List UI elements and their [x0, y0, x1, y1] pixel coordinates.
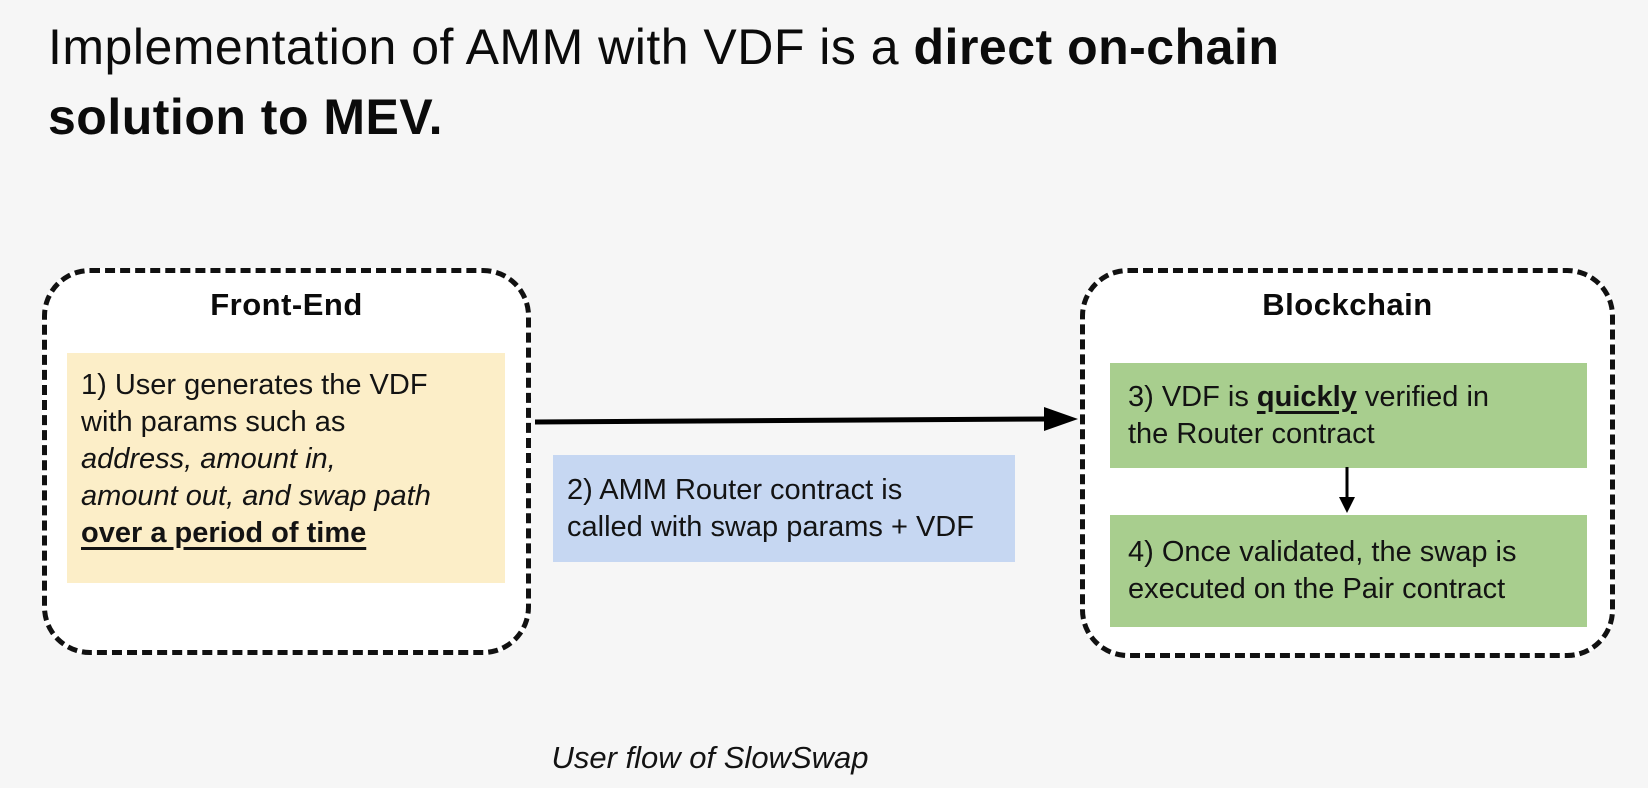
frontend-label: Front-End [210, 287, 363, 322]
step3-line1-emphasis: quickly [1256, 380, 1357, 413]
step1-line5: over a period of time [81, 517, 367, 549]
step4-line2: executed on the Pair contract [1128, 573, 1506, 605]
blockchain-label: Blockchain [1262, 287, 1433, 322]
step1-line2: with params such as [81, 406, 346, 438]
step3-line1-post: verified in [1356, 380, 1490, 413]
step2-line2: called with swap params + VDF [567, 510, 974, 543]
step3-line2: the Router contract [1128, 417, 1375, 450]
frontend-to-blockchain-arrow-icon [534, 407, 1078, 431]
step3-box: 3) VDF is quickly verified in the Router… [1110, 363, 1587, 468]
step4-line1: 4) Once validated, the swap is [1128, 536, 1517, 568]
step1-line3: address, amount in, [81, 443, 336, 475]
page-title-regular: Implementation of AMM with VDF is a [48, 19, 914, 75]
step3-line1-pre: 3) VDF is [1128, 380, 1257, 413]
step4-box: 4) Once validated, the swap is executed … [1110, 515, 1587, 627]
step3-to-step4-arrow-icon [1339, 467, 1355, 513]
step2-line1: 2) AMM Router contract is [567, 473, 903, 506]
page-title-line2: solution to MEV. [48, 82, 1608, 152]
page-title-bold-part1: direct on-chain [913, 19, 1280, 75]
step1-box: 1) User generates the VDF with params su… [67, 353, 505, 583]
page-title-bold-part2: solution to MEV. [48, 89, 444, 145]
page-title-line1: Implementation of AMM with VDF is a dire… [48, 12, 1608, 82]
page-title: Implementation of AMM with VDF is a dire… [48, 12, 1608, 152]
step1-line4: amount out, and swap path [81, 480, 431, 512]
step1-line1: 1) User generates the VDF [81, 369, 428, 401]
step2-box: 2) AMM Router contract is called with sw… [553, 455, 1015, 562]
diagram-caption: User flow of SlowSwap [551, 740, 869, 775]
